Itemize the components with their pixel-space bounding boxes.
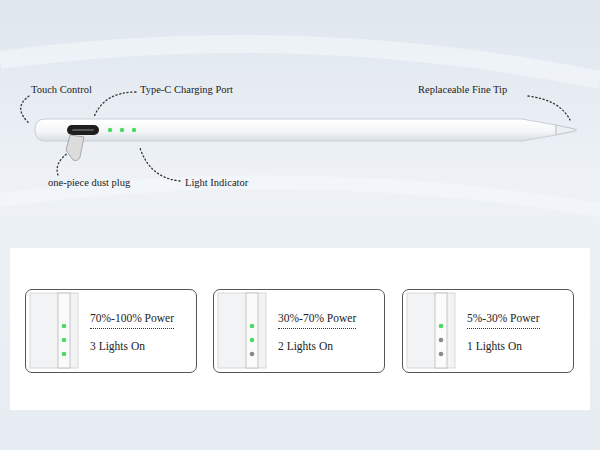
detail-1 (30, 293, 78, 368)
background-streak (0, 44, 600, 80)
detail-panel (30, 293, 78, 368)
leader-line (94, 92, 136, 117)
callout-label: one-piece dust plug (48, 177, 130, 189)
callout-label: Replaceable Fine Tip (418, 84, 507, 96)
power-level-box: 5%-30% Power 1 Lights On (402, 289, 574, 373)
power-range: 5%-30% Power (467, 311, 540, 329)
leader-line (21, 96, 30, 124)
pen-strip (435, 293, 447, 368)
light-on (439, 324, 444, 329)
detail-3 (407, 293, 455, 368)
port-inner (72, 129, 94, 131)
leader-line (140, 148, 180, 181)
pen-highlight (45, 120, 520, 122)
pen-body (35, 119, 556, 141)
light-on (250, 324, 255, 329)
leader-line (528, 96, 570, 120)
dust-plug (66, 135, 84, 161)
indicator-light (108, 128, 112, 132)
light-on (62, 352, 67, 357)
detail-panel (218, 293, 266, 368)
lights-count: 1 Lights On (467, 339, 522, 353)
light-off (250, 352, 255, 357)
power-range: 70%-100% Power (90, 311, 174, 329)
detail-panel (407, 293, 455, 368)
light-on (250, 338, 255, 343)
light-off (439, 352, 444, 357)
white-panel (10, 248, 590, 410)
indicator-light (120, 128, 124, 132)
power-range: 30%-70% Power (278, 311, 356, 329)
detail-2 (218, 293, 266, 368)
indicator-light (132, 128, 136, 132)
lights-count: 2 Lights On (278, 339, 333, 353)
lights-count: 3 Lights On (90, 339, 145, 353)
light-on (62, 338, 67, 343)
callout-label: Touch Control (31, 84, 92, 96)
pen-strip (246, 293, 258, 368)
callout-label: Type-C Charging Port (140, 84, 233, 96)
pen-strip (58, 293, 70, 368)
callout-label: Light Indicator (185, 177, 248, 189)
power-level-box: 30%-70% Power 2 Lights On (213, 289, 385, 373)
type-c-port (67, 125, 99, 135)
light-on (62, 324, 67, 329)
leader-line (57, 153, 68, 175)
power-level-box: 70%-100% Power 3 Lights On (25, 289, 197, 373)
light-off (439, 338, 444, 343)
pen-tip (556, 125, 577, 135)
